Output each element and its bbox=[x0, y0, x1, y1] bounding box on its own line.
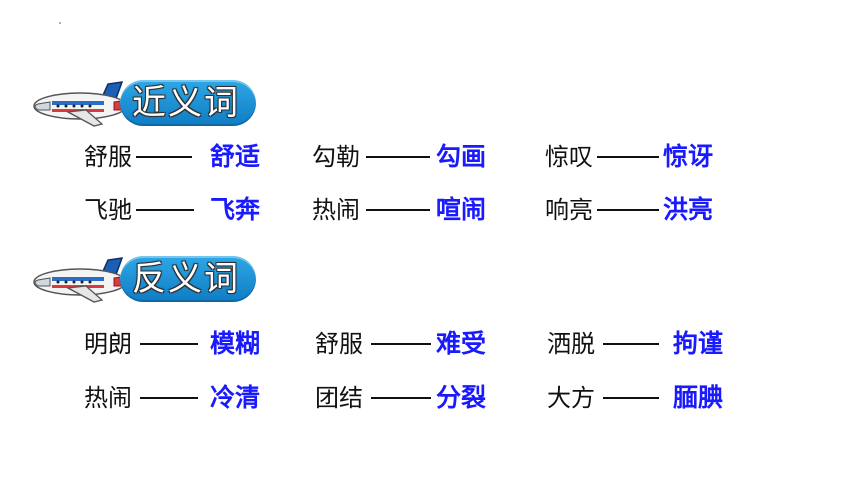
pair-answer: 惊讶 bbox=[663, 142, 714, 171]
airplane-icon bbox=[33, 257, 129, 303]
section-title: 近义词 bbox=[132, 83, 240, 123]
pair-answer: 喧闹 bbox=[436, 195, 487, 224]
pair-dash bbox=[366, 209, 430, 211]
pair-word: 大方 bbox=[547, 384, 595, 412]
pair-word: 勾勒 bbox=[312, 143, 360, 171]
pair-answer: 洪亮 bbox=[663, 195, 714, 224]
pair-word: 舒服 bbox=[84, 143, 132, 171]
decorative-dot bbox=[59, 22, 61, 24]
pair-dash bbox=[603, 397, 659, 399]
pair-dash bbox=[366, 156, 430, 158]
pair-dash bbox=[136, 156, 192, 158]
pair-dash bbox=[603, 343, 659, 345]
pair-dash bbox=[597, 209, 659, 211]
airplane-icon bbox=[33, 81, 129, 127]
pair-answer: 勾画 bbox=[436, 142, 487, 171]
pair-dash bbox=[140, 343, 198, 345]
section-title: 反义词 bbox=[132, 259, 240, 299]
pair-answer: 拘谨 bbox=[673, 329, 724, 358]
pair-answer: 分裂 bbox=[436, 383, 487, 412]
pair-word: 热闹 bbox=[84, 384, 132, 412]
pair-answer: 冷清 bbox=[210, 383, 261, 412]
pair-word: 惊叹 bbox=[545, 143, 593, 171]
section-title-pill: 近义词 bbox=[120, 80, 256, 126]
pair-word: 热闹 bbox=[312, 196, 360, 224]
pair-word: 响亮 bbox=[545, 196, 593, 224]
antonym-section-banner: 反义词 bbox=[28, 250, 256, 308]
pair-dash bbox=[140, 397, 198, 399]
pair-word: 明朗 bbox=[84, 330, 132, 358]
pair-answer: 飞奔 bbox=[210, 195, 261, 224]
synonym-section-banner: 近义词 bbox=[28, 74, 256, 132]
pair-answer: 难受 bbox=[436, 329, 487, 358]
pair-word: 洒脱 bbox=[547, 330, 595, 358]
pair-dash bbox=[597, 156, 659, 158]
pair-word: 团结 bbox=[315, 384, 363, 412]
pair-answer: 腼腆 bbox=[673, 383, 724, 412]
pair-answer: 舒适 bbox=[210, 142, 261, 171]
pair-dash bbox=[136, 209, 194, 211]
section-title-pill: 反义词 bbox=[120, 256, 256, 302]
pair-answer: 模糊 bbox=[210, 329, 261, 358]
pair-word: 飞驰 bbox=[84, 196, 132, 224]
pair-dash bbox=[371, 397, 431, 399]
pair-dash bbox=[371, 343, 431, 345]
pair-word: 舒服 bbox=[315, 330, 363, 358]
